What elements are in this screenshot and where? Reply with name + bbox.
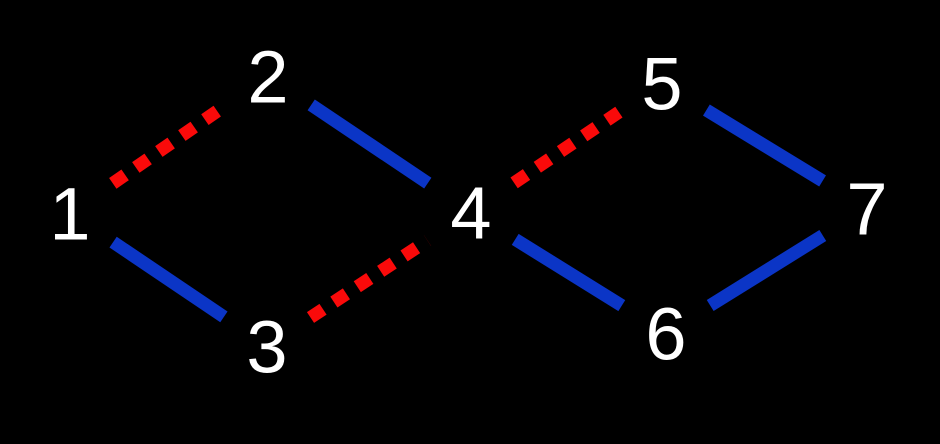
edge-6-7-solid xyxy=(706,229,827,312)
edge-1-3-solid xyxy=(109,236,228,323)
node-label-4: 4 xyxy=(450,172,491,255)
node-label-2: 2 xyxy=(247,36,288,119)
node-label-3: 3 xyxy=(246,306,287,389)
node-label-1: 1 xyxy=(49,173,90,256)
nodes-layer: 1 2 3 4 5 6 7 xyxy=(49,36,887,389)
edges-layer xyxy=(109,99,827,323)
edge-4-6-solid xyxy=(511,233,626,312)
edge-3-4-dashed xyxy=(306,235,432,323)
edge-5-7-solid xyxy=(703,104,826,187)
edge-4-5-dashed xyxy=(510,106,623,189)
edge-1-2-dashed xyxy=(109,100,229,189)
node-label-7: 7 xyxy=(846,168,887,251)
edge-2-4-solid xyxy=(307,99,432,189)
node-label-5: 5 xyxy=(641,43,682,126)
node-label-6: 6 xyxy=(645,293,686,376)
